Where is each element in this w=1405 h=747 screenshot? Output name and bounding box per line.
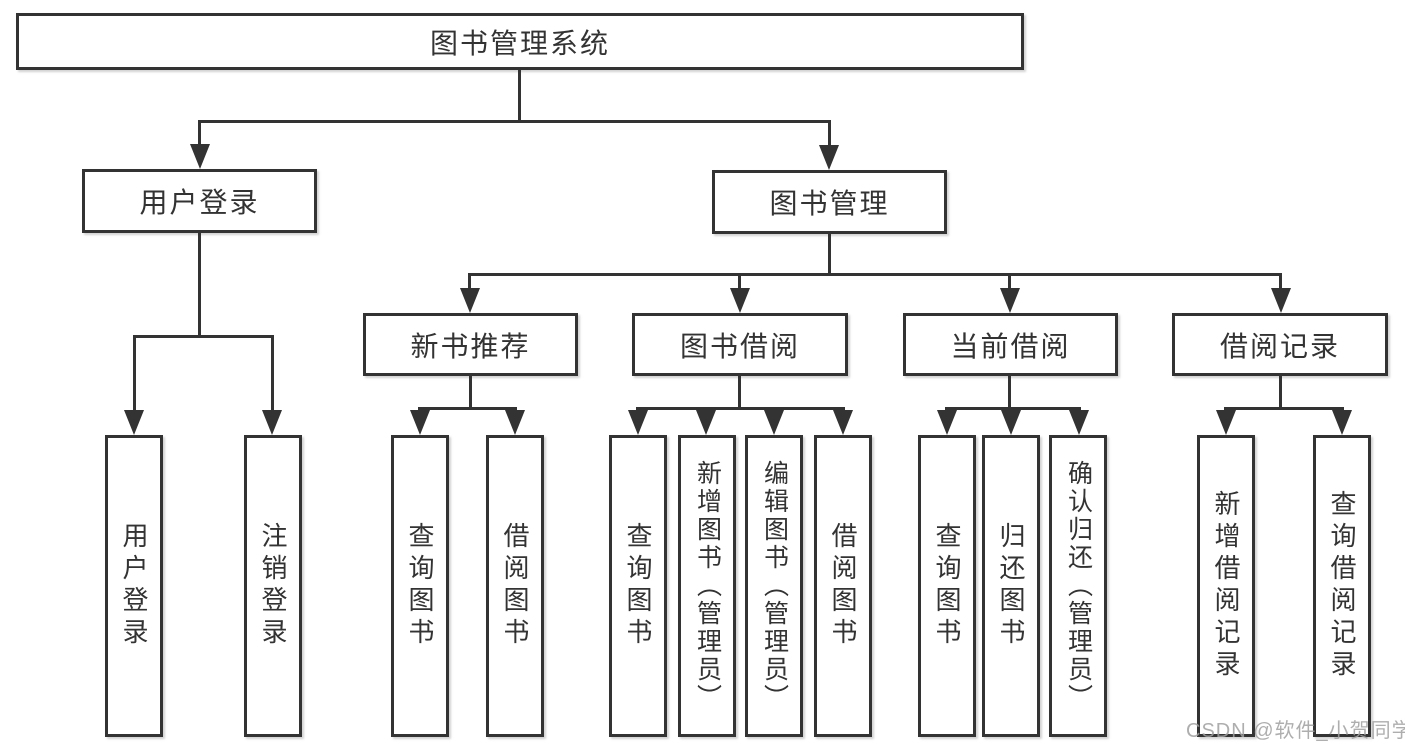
arrowhead-down-icon bbox=[819, 145, 839, 170]
arrowhead-down-icon bbox=[696, 410, 716, 435]
node-new-book-recommend: 新书推荐 bbox=[363, 313, 578, 376]
arrowhead-down-icon bbox=[460, 288, 480, 313]
connector-line-h bbox=[198, 120, 831, 123]
node-root: 图书管理系统 bbox=[16, 13, 1024, 70]
leaf-logout-label: 注销登录 bbox=[258, 522, 288, 650]
connector-line-v bbox=[468, 273, 471, 290]
arrowhead-down-icon bbox=[505, 410, 525, 435]
connector-line-v bbox=[133, 335, 136, 411]
connector-line-v bbox=[828, 234, 831, 273]
connector-line-v bbox=[518, 70, 521, 120]
arrowhead-down-icon bbox=[1000, 288, 1020, 313]
connector-line-v bbox=[1279, 376, 1282, 407]
leaf-borrow-books-label: 借阅图书 bbox=[828, 522, 858, 650]
connector-line-h bbox=[1224, 407, 1344, 410]
arrowhead-down-icon bbox=[1271, 288, 1291, 313]
leaf-borrow-books-recommend-label: 借阅图书 bbox=[500, 522, 530, 650]
arrowhead-down-icon bbox=[124, 410, 144, 435]
leaf-logout: 注销登录 bbox=[244, 435, 302, 737]
leaf-edit-book-admin: 编辑图书（管理员） bbox=[745, 435, 803, 737]
node-book-borrow: 图书借阅 bbox=[632, 313, 848, 376]
leaf-return-books-label: 归还图书 bbox=[996, 522, 1026, 650]
connector-line-h bbox=[418, 407, 517, 410]
leaf-add-book-admin-label: 新增图书（管理员） bbox=[693, 460, 722, 712]
arrowhead-down-icon bbox=[833, 410, 853, 435]
node-current-borrow-label: 当前借阅 bbox=[950, 330, 1071, 362]
arrowhead-down-icon bbox=[1069, 410, 1089, 435]
connector-line-v bbox=[1008, 273, 1011, 290]
leaf-query-borrow-record: 查询借阅记录 bbox=[1313, 435, 1371, 737]
leaf-edit-book-admin-label: 编辑图书（管理员） bbox=[760, 460, 789, 712]
arrowhead-down-icon bbox=[628, 410, 648, 435]
connector-line-v bbox=[469, 376, 472, 407]
arrowhead-down-icon bbox=[1332, 410, 1352, 435]
node-borrow-record-label: 借阅记录 bbox=[1219, 330, 1340, 362]
leaf-query-books-borrow: 查询图书 bbox=[609, 435, 667, 737]
node-book-management-label: 图书管理 bbox=[769, 188, 890, 219]
connector-line-v bbox=[738, 273, 741, 290]
leaf-query-books-current: 查询图书 bbox=[918, 435, 976, 737]
leaf-query-borrow-record-label: 查询借阅记录 bbox=[1327, 490, 1357, 682]
connector-line-h bbox=[636, 407, 845, 410]
leaf-query-books-borrow-label: 查询图书 bbox=[623, 522, 653, 650]
leaf-confirm-return-admin: 确认归还（管理员） bbox=[1049, 435, 1107, 737]
leaf-borrow-books: 借阅图书 bbox=[814, 435, 872, 737]
arrowhead-down-icon bbox=[730, 288, 750, 313]
arrowhead-down-icon bbox=[410, 410, 430, 435]
leaf-query-books-recommend: 查询图书 bbox=[391, 435, 449, 737]
connector-line-h bbox=[468, 273, 1282, 276]
connector-line-v bbox=[271, 335, 274, 411]
node-book-management: 图书管理 bbox=[712, 170, 947, 234]
arrowhead-down-icon bbox=[764, 410, 784, 435]
connector-line-v bbox=[828, 120, 831, 146]
leaf-user-login-label: 用户登录 bbox=[119, 522, 149, 650]
connector-line-v bbox=[198, 233, 201, 335]
arrowhead-down-icon bbox=[1216, 410, 1236, 435]
leaf-query-books-recommend-label: 查询图书 bbox=[405, 522, 435, 650]
leaf-add-borrow-record: 新增借阅记录 bbox=[1197, 435, 1255, 737]
connector-line-v bbox=[738, 376, 741, 407]
leaf-query-books-current-label: 查询图书 bbox=[932, 522, 962, 650]
connector-line-v bbox=[198, 120, 201, 146]
connector-line-h bbox=[945, 407, 1081, 410]
arrowhead-down-icon bbox=[190, 144, 210, 169]
csdn-watermark: CSDN @软件_小贺同学 bbox=[1186, 720, 1405, 742]
node-user-login: 用户登录 bbox=[82, 169, 317, 233]
arrowhead-down-icon bbox=[262, 410, 282, 435]
node-borrow-record: 借阅记录 bbox=[1172, 313, 1388, 376]
leaf-add-book-admin: 新增图书（管理员） bbox=[678, 435, 736, 737]
leaf-user-login: 用户登录 bbox=[105, 435, 163, 737]
node-new-book-recommend-label: 新书推荐 bbox=[410, 330, 531, 362]
leaf-return-books: 归还图书 bbox=[982, 435, 1040, 737]
connector-line-v bbox=[1008, 376, 1011, 407]
connector-line-h bbox=[133, 335, 274, 338]
arrowhead-down-icon bbox=[937, 410, 957, 435]
leaf-confirm-return-admin-label: 确认归还（管理员） bbox=[1064, 460, 1093, 712]
leaf-borrow-books-recommend: 借阅图书 bbox=[486, 435, 544, 737]
connector-line-v bbox=[1279, 273, 1282, 290]
node-root-label: 图书管理系统 bbox=[429, 27, 610, 59]
node-book-borrow-label: 图书借阅 bbox=[679, 330, 800, 362]
node-user-login-label: 用户登录 bbox=[139, 187, 260, 218]
node-current-borrow: 当前借阅 bbox=[903, 313, 1118, 376]
leaf-add-borrow-record-label: 新增借阅记录 bbox=[1211, 490, 1241, 682]
arrowhead-down-icon bbox=[1001, 410, 1021, 435]
